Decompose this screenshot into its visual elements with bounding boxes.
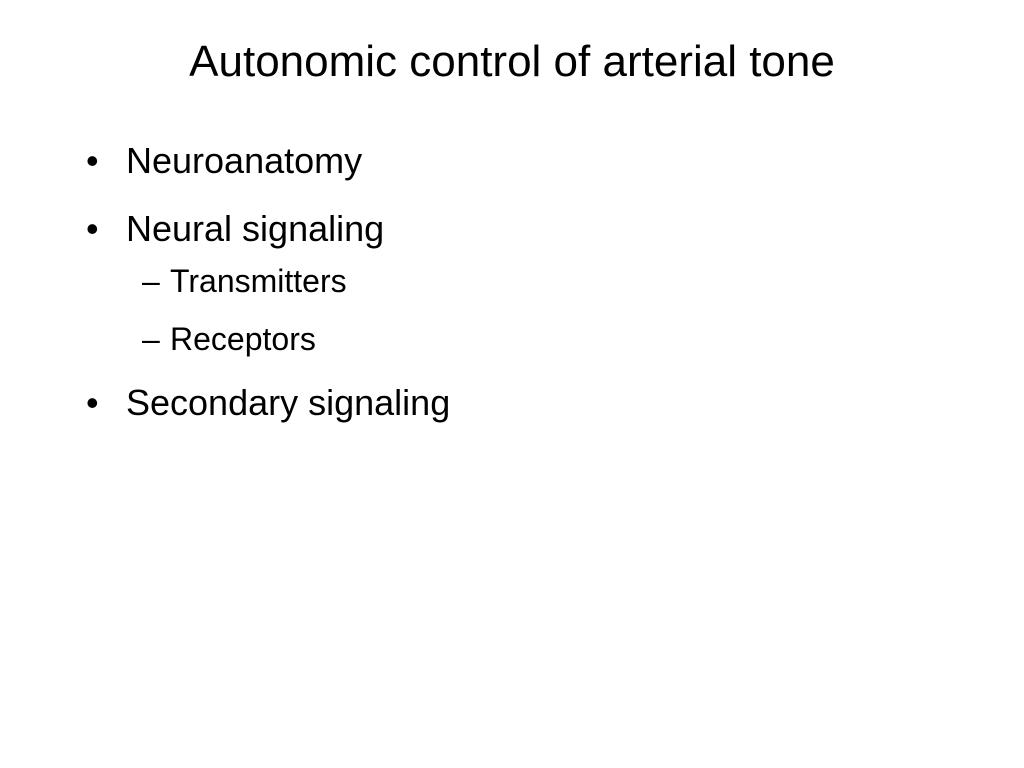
sub-item-transmitters: – Transmitters — [142, 261, 450, 301]
sub-item-receptors: – Receptors — [142, 319, 450, 359]
dash-icon: – — [142, 321, 160, 357]
bullet-icon: • — [86, 382, 99, 423]
bullet-icon: • — [86, 140, 99, 181]
sub-bullet-list: – Transmitters – Receptors — [126, 261, 450, 359]
dash-icon: – — [142, 263, 160, 299]
bullet-list: • Neuroanatomy • Neural signaling – Tran… — [86, 137, 450, 447]
bullet-text: Secondary signaling — [126, 382, 451, 423]
bullet-icon: • — [86, 208, 99, 249]
bullet-item-neural-signaling: • Neural signaling – Transmitters – Rece… — [86, 205, 450, 359]
bullet-text: Neuroanatomy — [126, 140, 363, 181]
bullet-item-neuroanatomy: • Neuroanatomy — [86, 137, 450, 185]
slide-title: Autonomic control of arterial tone — [189, 37, 835, 86]
bullet-text: Neural signaling — [126, 208, 385, 249]
bullet-item-secondary-signaling: • Secondary signaling — [86, 379, 450, 427]
sub-item-text: Receptors — [170, 321, 316, 357]
sub-item-text: Transmitters — [170, 263, 347, 299]
